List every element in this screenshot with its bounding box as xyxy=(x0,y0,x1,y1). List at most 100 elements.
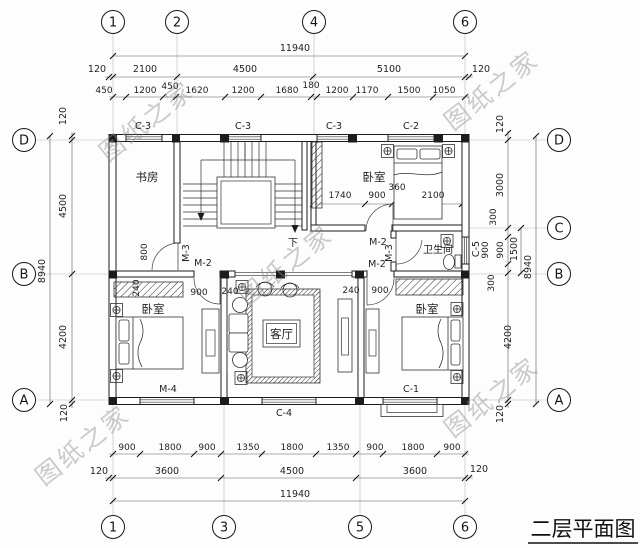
door-m3-study xyxy=(151,242,179,271)
dim-label: 120 xyxy=(472,64,490,75)
axis-bubble-a-left: A xyxy=(12,388,36,412)
dim-label: 900 xyxy=(368,191,385,201)
axis-bubble-b-right: B xyxy=(547,262,571,286)
living-label-box xyxy=(262,319,301,348)
dim-label: 1620 xyxy=(186,86,209,96)
dim-label: 1350 xyxy=(237,443,260,453)
door-m2-right-bedroom xyxy=(366,277,395,306)
dim-label: 4200 xyxy=(503,325,514,349)
window-tag-c4: C-4 xyxy=(276,408,292,419)
window-c3-study xyxy=(125,134,163,142)
axis-bubble-3-bottom: 3 xyxy=(212,515,236,539)
dim-label: 1800 xyxy=(159,443,182,453)
door-tag-m3: M-3 xyxy=(181,244,192,262)
wardrobe-left-bedroom xyxy=(113,281,184,298)
svg-text:A: A xyxy=(20,394,29,409)
bed-left-bedroom xyxy=(110,303,184,383)
door-m4-opening xyxy=(139,397,195,405)
dim-label: 1350 xyxy=(327,443,350,453)
doors xyxy=(151,203,423,306)
dim-label: 450 xyxy=(95,86,112,96)
window-c3-bedroom xyxy=(316,134,354,142)
dim-label: 120 xyxy=(90,466,108,477)
bathroom-fixtures xyxy=(440,234,462,270)
window-c1 xyxy=(382,397,438,405)
svg-text:2: 2 xyxy=(173,16,181,31)
svg-text:1: 1 xyxy=(109,16,117,31)
door-tag-m2: M-2 xyxy=(369,237,387,248)
axis-bubble-c-right: C xyxy=(547,216,571,240)
svg-text:B: B xyxy=(555,268,564,283)
axis-bubble-4-top: 4 xyxy=(302,10,326,34)
plant-stand-icon xyxy=(234,371,248,385)
windows xyxy=(125,134,470,417)
dim-label: 240 xyxy=(342,286,359,296)
drawing-title: 二层平面图 xyxy=(531,517,636,541)
door-tag-m4: M-4 xyxy=(159,384,177,395)
columns xyxy=(109,134,469,405)
window-tag-c2: C-2 xyxy=(403,121,419,132)
door-m2-top-bedroom xyxy=(365,203,394,232)
wardrobe-top-bedroom xyxy=(311,141,323,209)
window-c2 xyxy=(387,134,435,142)
dim-label: 240 xyxy=(221,287,238,297)
axis-bubble-d-right: D xyxy=(547,128,571,152)
dim-label: 1740 xyxy=(329,191,352,201)
dim-label: 240 xyxy=(132,279,142,296)
dim-label: 900 xyxy=(198,443,215,453)
dim-label: 300 xyxy=(489,208,499,225)
drawing-title-block: 二层平面图 xyxy=(528,517,638,544)
svg-text:5: 5 xyxy=(356,521,364,536)
room-label-bathroom: 卫生间 xyxy=(423,243,453,256)
dimension-labels: 11940 120 2100 4500 5100 120 450 1200 45… xyxy=(37,43,534,500)
dim-total-height-left: 8940 xyxy=(37,259,48,283)
tv-cabinet xyxy=(337,298,353,373)
dim-label: 3000 xyxy=(495,173,506,197)
furniture xyxy=(110,141,464,385)
dim-label: 3600 xyxy=(155,466,179,477)
dim-label: 1500 xyxy=(398,86,421,96)
axis-bubble-6-bottom: 6 xyxy=(453,515,477,539)
axis-bubble-1-bottom: 1 xyxy=(101,515,125,539)
dim-label: 300 xyxy=(487,274,497,291)
dim-label: 1800 xyxy=(281,443,304,453)
axis-bubble-d-left: D xyxy=(12,128,36,152)
dim-label: 120 xyxy=(88,64,106,75)
dim-label: 4500 xyxy=(58,194,69,218)
dim-label: 120 xyxy=(58,107,69,125)
dimension-lines xyxy=(46,52,540,505)
room-label-living: 客厅 xyxy=(270,327,293,341)
dim-total-height-right: 8940 xyxy=(523,255,534,279)
dim-label: 900 xyxy=(481,241,491,258)
dim-label: 2100 xyxy=(133,64,157,75)
dim-label: 1050 xyxy=(433,86,456,96)
dim-label: 3600 xyxy=(403,466,427,477)
dim-label: 900 xyxy=(443,443,460,453)
dim-label: 1200 xyxy=(326,86,349,96)
axis-bubble-b-left: B xyxy=(12,262,36,286)
room-labels: 书房 卧室 卧室 卧室 客厅 卫生间 下 xyxy=(136,170,454,341)
door-tag-m2: M-2 xyxy=(368,259,386,270)
dim-label: 180 xyxy=(302,81,319,91)
dim-label: 450 xyxy=(161,82,178,92)
svg-text:C: C xyxy=(554,222,563,237)
dim-label: 1170 xyxy=(356,86,379,96)
dim-label: 360 xyxy=(388,183,405,193)
dim-label: 900 xyxy=(371,286,388,296)
dim-label: 1800 xyxy=(402,443,425,453)
dim-label: 120 xyxy=(59,404,70,422)
component-tags: C-3 C-3 C-3 C-2 C-4 C-1 C-5 M-2 M-2 M-2 … xyxy=(135,121,482,419)
window-tag-c1: C-1 xyxy=(403,384,419,395)
staircase xyxy=(183,142,302,233)
dim-label: 900 xyxy=(118,443,135,453)
svg-text:D: D xyxy=(554,134,564,149)
dim-label: 800 xyxy=(140,243,150,260)
dim-label: 4500 xyxy=(233,64,257,75)
dim-label: 2100 xyxy=(422,191,445,201)
door-m2-left-bedroom xyxy=(193,277,221,305)
dim-label: 4500 xyxy=(280,466,304,477)
dresser-left-bedroom xyxy=(201,308,220,374)
window-tag-c3: C-3 xyxy=(135,121,151,132)
svg-text:A: A xyxy=(555,394,564,409)
